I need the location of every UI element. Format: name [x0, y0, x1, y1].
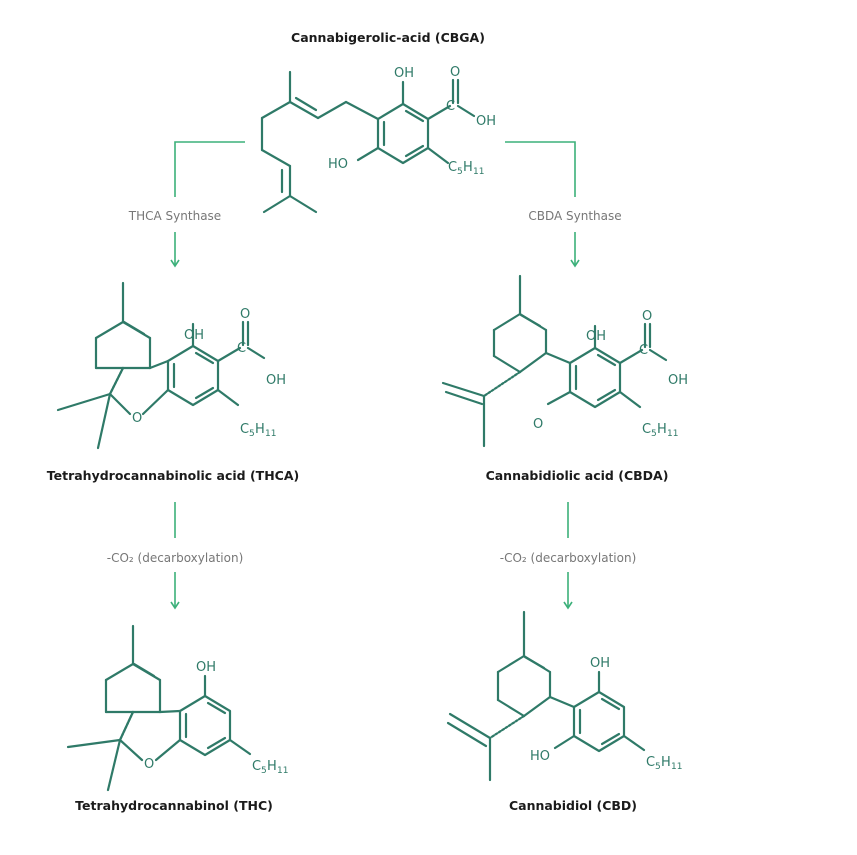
structure-cbd: OH HO C 5 H 11 [446, 610, 682, 782]
atom-h: H [463, 160, 473, 175]
atom-c-subscript: 5 [651, 429, 657, 439]
atom-oh: OH [266, 373, 286, 388]
atom-c: C [240, 422, 249, 437]
atom-oh: OH [590, 656, 610, 671]
arrow-thca-to-thc [170, 502, 180, 610]
atom-carbon: C [237, 341, 246, 356]
atom-oh: OH [476, 114, 496, 129]
atom-c5h11: C 5 H 11 [448, 160, 484, 177]
label-thca-synthase: THCA Synthase [128, 209, 221, 223]
atom-carbon: C [446, 99, 455, 114]
atom-c-subscript: 5 [457, 167, 463, 177]
atom-h: H [657, 422, 667, 437]
atom-carbonyl-o: O [240, 307, 250, 322]
stereo-bond-thc [118, 710, 135, 742]
atom-h-subscript: 11 [277, 766, 288, 776]
atom-h: H [267, 759, 277, 774]
label-decarb-left: -CO₂ (decarboxylation) [107, 551, 244, 565]
atom-o: O [533, 417, 543, 432]
atom-oh: OH [668, 373, 688, 388]
atom-oh: OH [196, 660, 216, 675]
label-cbda-synthase: CBDA Synthase [528, 209, 621, 223]
atom-h-subscript: 11 [265, 429, 276, 439]
atom-oh: OH [184, 328, 204, 343]
structure-thca: OH O C OH O C 5 H 11 [56, 281, 286, 450]
atom-h: H [661, 755, 671, 770]
atom-c-subscript: 5 [261, 766, 267, 776]
atom-carbonyl-o: O [450, 65, 460, 80]
atom-ring-o: O [144, 757, 154, 772]
arrow-cbga-to-thca [170, 141, 245, 268]
atom-c: C [646, 755, 655, 770]
atom-ring-o: O [132, 411, 142, 426]
atom-c5h11: C 5 H 11 [646, 755, 682, 772]
atom-h-subscript: 11 [671, 762, 682, 772]
atom-ho: HO [530, 749, 550, 764]
atom-h-subscript: 11 [667, 429, 678, 439]
structure-thc: OH O C 5 H 11 [66, 624, 288, 792]
atom-oh: OH [394, 66, 414, 81]
atom-c5h11: C 5 H 11 [252, 759, 288, 776]
arrow-cbga-to-cbda [505, 141, 580, 268]
arrow-cbda-to-cbd [563, 502, 573, 610]
atom-ho: HO [328, 157, 348, 172]
title-thc: Tetrahydrocannabinol (THC) [75, 798, 273, 813]
label-decarb-right: -CO₂ (decarboxylation) [500, 551, 637, 565]
atom-c5h11: C 5 H 11 [642, 422, 678, 439]
atom-c: C [252, 759, 261, 774]
title-cbd: Cannabidiol (CBD) [509, 798, 637, 813]
atom-c-subscript: 5 [655, 762, 661, 772]
title-thca: Tetrahydrocannabinolic acid (THCA) [47, 468, 299, 483]
atom-c: C [642, 422, 651, 437]
title-cbda: Cannabidiolic acid (CBDA) [486, 468, 669, 483]
atom-c: C [448, 160, 457, 175]
atom-h-subscript: 11 [473, 167, 484, 177]
structure-cbda: OH O C OH O C 5 H 11 [441, 274, 688, 448]
atom-oh: OH [586, 329, 606, 344]
atom-c5h11: C 5 H 11 [240, 422, 276, 439]
stereo-bond-thca [108, 366, 125, 396]
atom-c-subscript: 5 [249, 429, 255, 439]
atom-carbonyl-o: O [642, 309, 652, 324]
structure-cbga: OH O C OH HO C 5 H 11 [260, 65, 496, 214]
atom-carbon: C [639, 343, 648, 358]
atom-h: H [255, 422, 265, 437]
title-cbga: Cannabigerolic-acid (CBGA) [291, 30, 485, 45]
